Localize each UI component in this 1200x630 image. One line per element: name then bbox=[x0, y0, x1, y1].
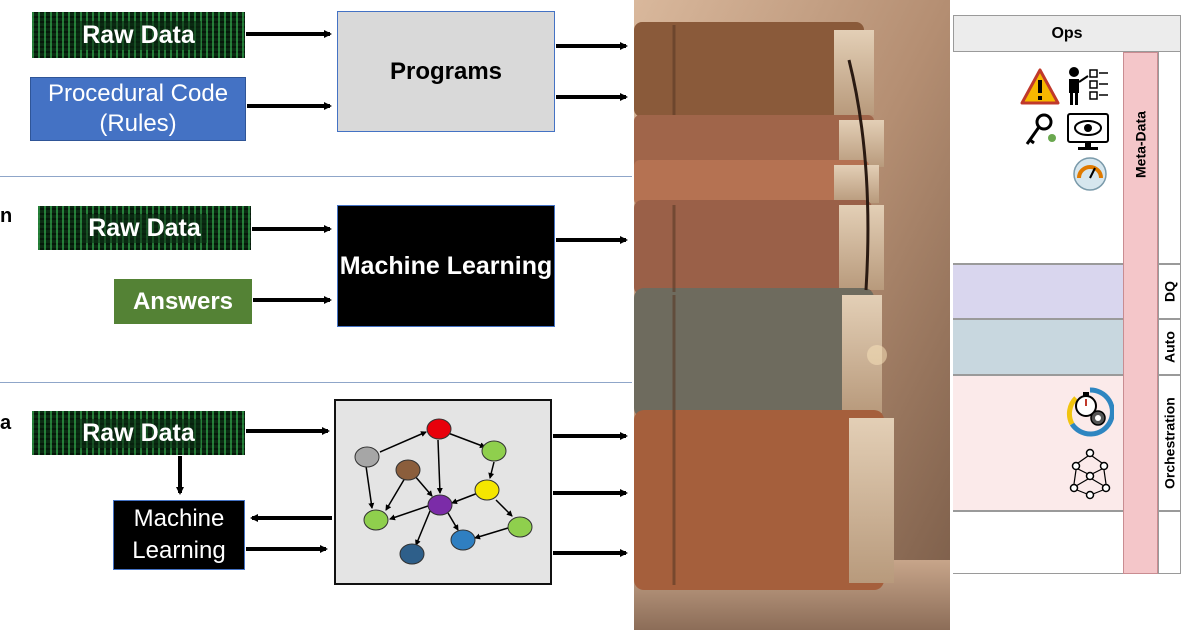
bottom-band bbox=[953, 511, 1128, 574]
raw-data-box-1: Raw Data bbox=[32, 12, 245, 58]
procedural-code-box: Procedural Code (Rules) bbox=[30, 77, 246, 141]
programs-box: Programs bbox=[337, 11, 555, 132]
node-red bbox=[426, 418, 452, 440]
raw-data-label-2: Raw Data bbox=[82, 213, 207, 243]
gauge-icon bbox=[1073, 157, 1107, 191]
node-navy bbox=[399, 543, 425, 565]
orchestration-tab bbox=[1158, 375, 1181, 511]
machine-learning-label: Machine Learning bbox=[339, 251, 553, 280]
diagram-arrows-and-graph bbox=[176, 30, 628, 565]
node-green-left bbox=[363, 509, 389, 531]
checklist-person-icon bbox=[1069, 67, 1108, 105]
section2-arrows bbox=[252, 225, 628, 304]
node-grey bbox=[354, 446, 380, 468]
dq-tab bbox=[1158, 264, 1181, 319]
section3-arrows bbox=[176, 427, 628, 557]
orchestration-label: Orchestration bbox=[1161, 397, 1178, 489]
dq-band bbox=[953, 264, 1128, 319]
machine-learning-box: Machine Learning bbox=[337, 205, 555, 327]
node-purple bbox=[427, 494, 453, 516]
answers-box: Answers bbox=[114, 279, 252, 324]
machine-learning-small-label: Machine Learning bbox=[132, 505, 226, 564]
node-blue bbox=[450, 529, 476, 551]
node-yellow bbox=[474, 479, 500, 501]
ops-label: Ops bbox=[1051, 24, 1083, 42]
node-brown bbox=[395, 459, 421, 481]
node-green-top bbox=[481, 440, 507, 462]
raw-data-box-3: Raw Data bbox=[32, 411, 245, 455]
warning-icon bbox=[1020, 68, 1060, 105]
auto-band bbox=[953, 319, 1128, 375]
monitor-eye-icon bbox=[1067, 113, 1109, 150]
stack-of-old-books-photo bbox=[634, 0, 950, 630]
ml-flow-diagram-panel: Raw Data Procedural Code (Rules) Program… bbox=[0, 11, 632, 585]
node-green-right bbox=[507, 516, 533, 538]
cut-off-letter-a: a bbox=[0, 412, 12, 434]
raw-data-label-1: Raw Data bbox=[76, 20, 201, 50]
auto-tab bbox=[1158, 319, 1181, 375]
machine-learning-small-box: Machine Learning bbox=[113, 500, 245, 570]
auto-label: Auto bbox=[1161, 331, 1178, 363]
programs-label: Programs bbox=[389, 57, 503, 85]
dq-label: DQ bbox=[1161, 281, 1178, 302]
book-stack bbox=[634, 22, 894, 590]
ops-architecture-panel: Ops Meta-Data DQ Auto Orchestration bbox=[950, 0, 1200, 630]
raw-data-label-3: Raw Data bbox=[76, 418, 201, 448]
section1-arrows bbox=[246, 30, 628, 110]
network-flow-icon bbox=[1069, 448, 1111, 500]
meta-data-label: Meta-Data bbox=[1132, 111, 1149, 179]
procedural-code-label: Procedural Code (Rules) bbox=[47, 80, 229, 137]
meta-data-column bbox=[1123, 52, 1158, 574]
answers-label: Answers bbox=[132, 287, 234, 315]
books-illustration bbox=[634, 0, 950, 630]
section-divider-2 bbox=[0, 382, 632, 383]
graph-edges bbox=[365, 431, 513, 546]
cut-off-letter-n: n bbox=[0, 205, 13, 227]
section-divider-1 bbox=[0, 176, 632, 177]
orchestration-band bbox=[953, 375, 1128, 511]
ops-header-bar: Ops bbox=[953, 15, 1181, 52]
raw-data-box-2: Raw Data bbox=[38, 206, 251, 250]
key-icon bbox=[1025, 113, 1056, 145]
meta-right-tab bbox=[1158, 52, 1181, 264]
graph-nodes bbox=[354, 418, 533, 565]
stopwatch-gear-icon bbox=[1066, 387, 1114, 437]
bottom-tab bbox=[1158, 511, 1181, 574]
